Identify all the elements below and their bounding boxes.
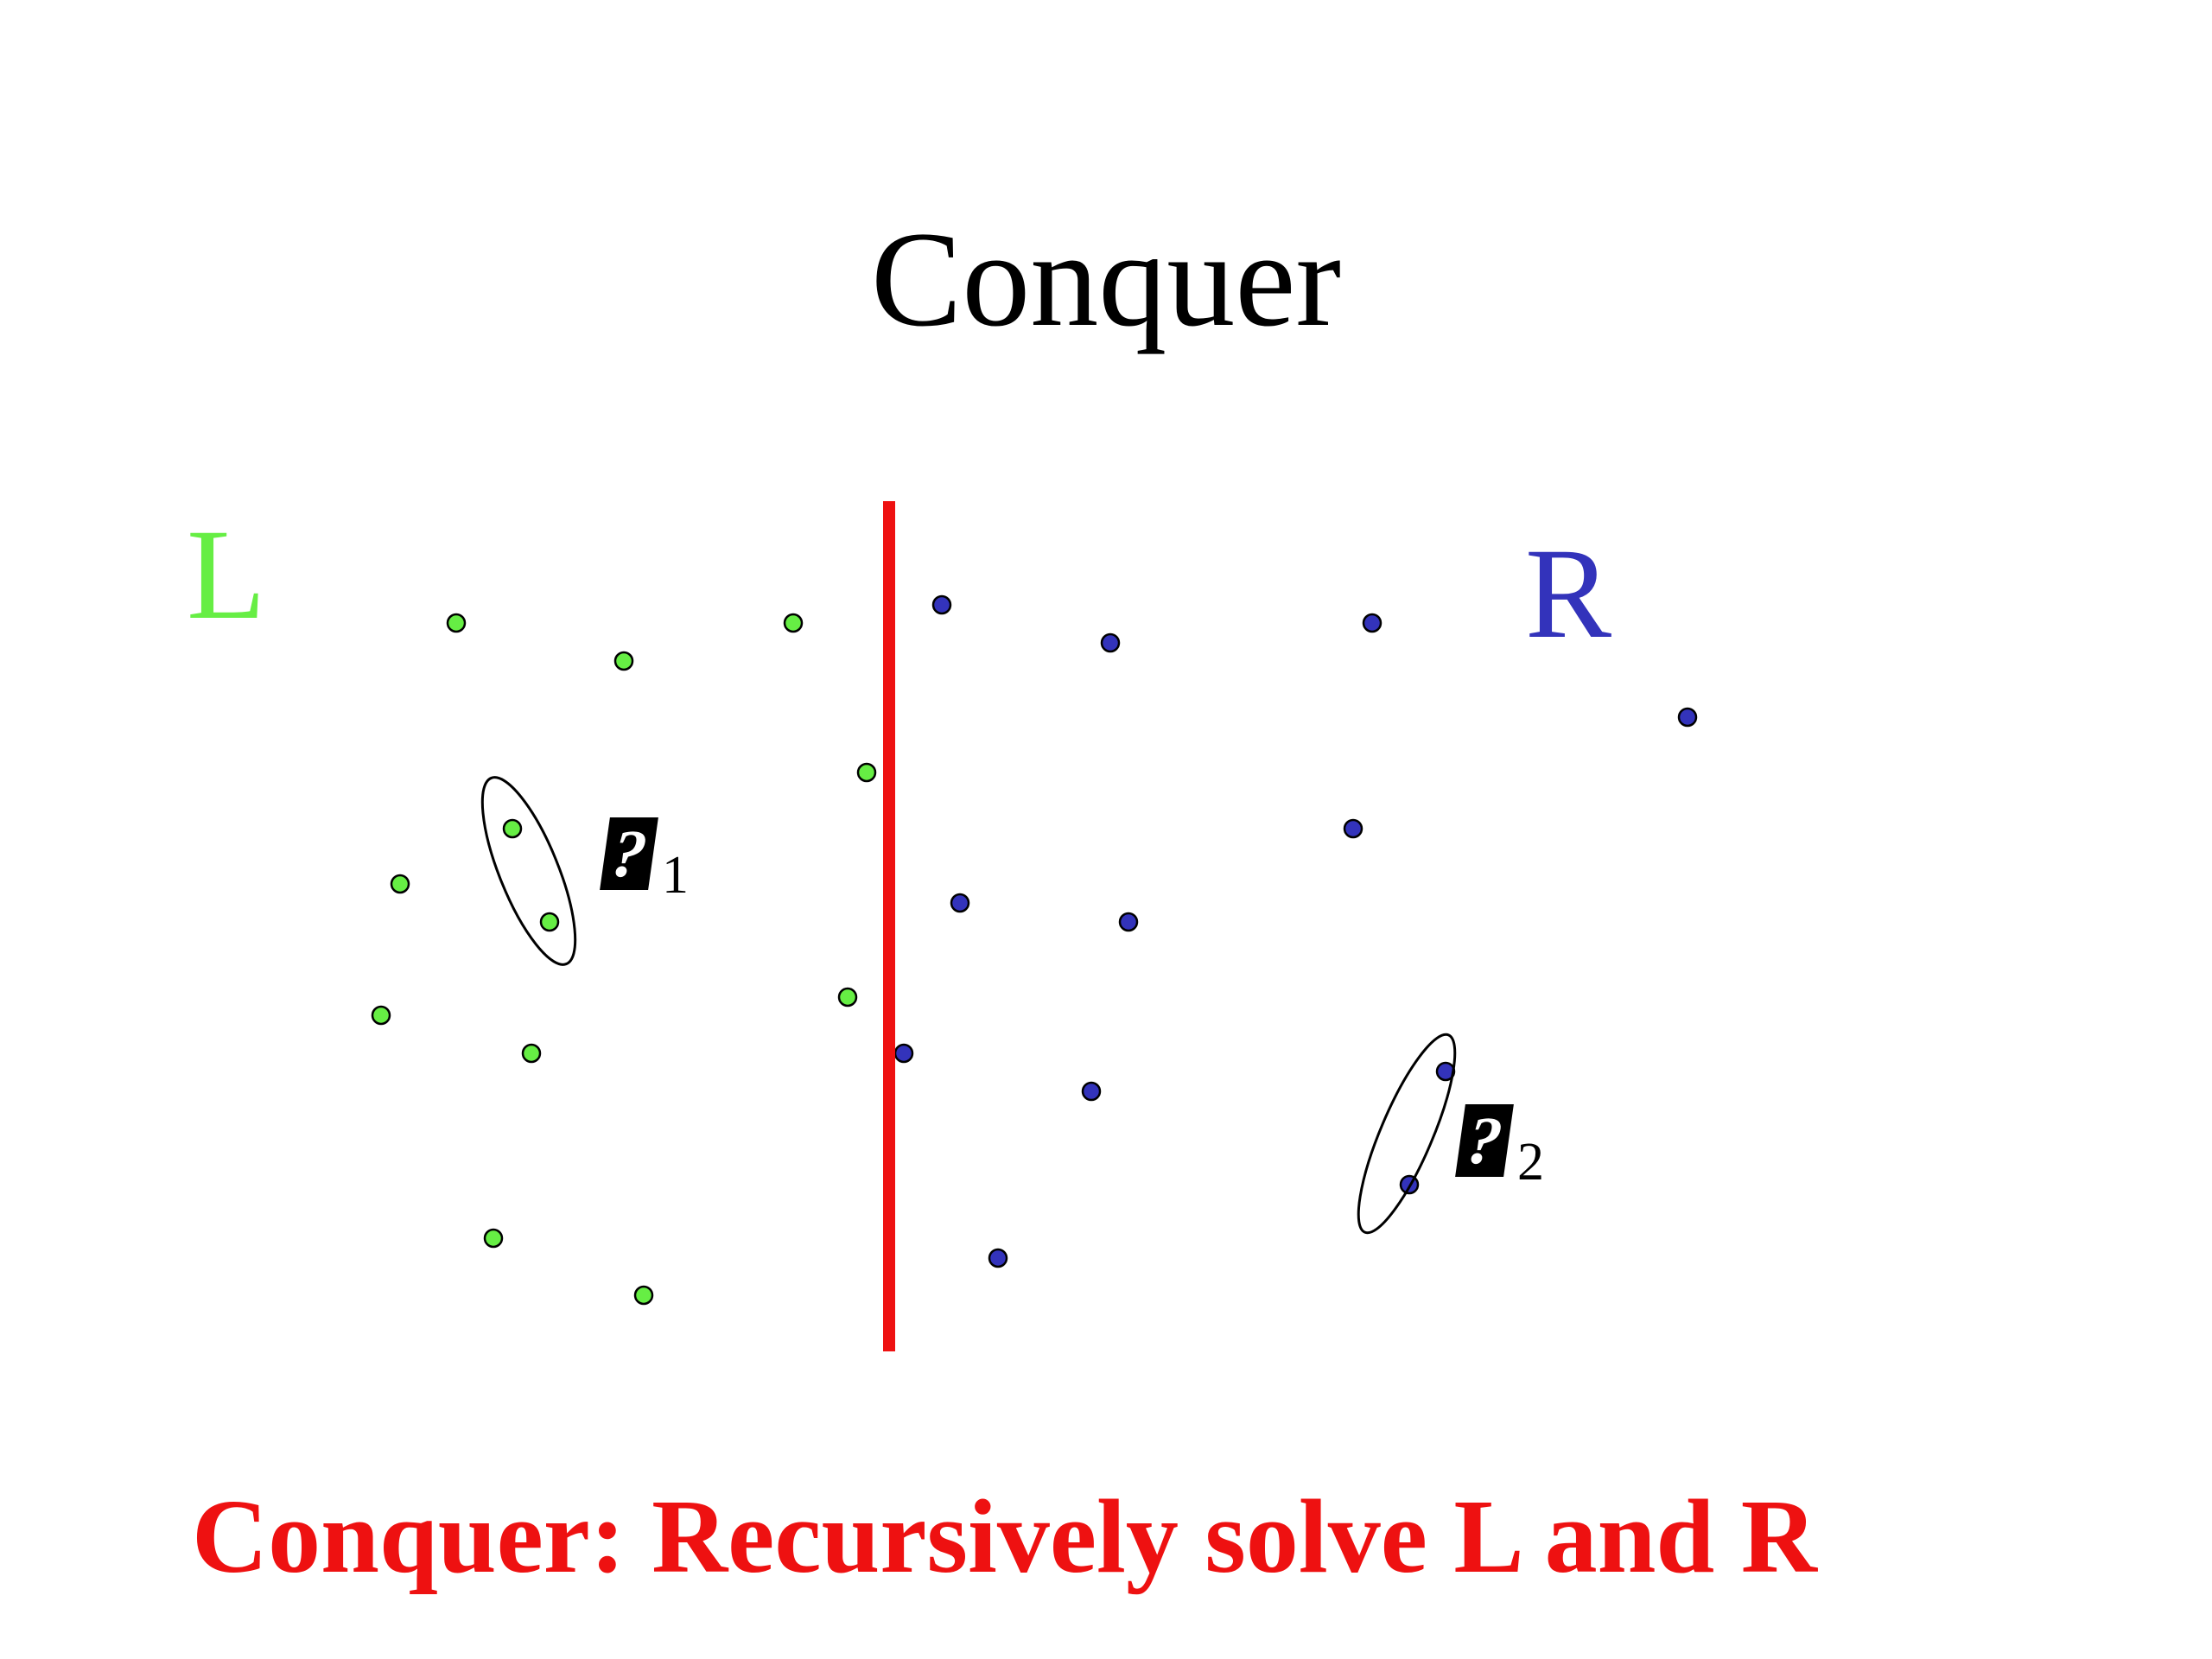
left-point: [521, 1043, 542, 1064]
right-point: [1343, 818, 1363, 839]
left-point: [446, 613, 467, 633]
right-point: [1677, 707, 1698, 728]
left-point: [783, 613, 804, 633]
right-point: [950, 893, 970, 913]
right-set-label: R: [1525, 522, 1612, 665]
right-point: [1435, 1061, 1456, 1082]
right-point: [1100, 632, 1121, 653]
right-point: [988, 1248, 1008, 1268]
closest-pair-ellipse-left: [480, 776, 577, 966]
delta-symbol-icon: ?: [600, 816, 658, 891]
right-point: [1118, 912, 1139, 932]
delta-1-subscript: 1: [662, 846, 689, 905]
right-point: [893, 1043, 914, 1064]
left-point: [390, 874, 410, 894]
left-point: [539, 912, 560, 932]
right-point-set: [893, 594, 1698, 1268]
left-point: [633, 1285, 654, 1306]
delta-2-subscript: 2: [1517, 1133, 1544, 1192]
right-point: [931, 594, 952, 615]
left-point: [371, 1005, 391, 1026]
left-point: [856, 762, 877, 783]
dividing-line: [883, 501, 895, 1351]
slide-caption: Conquer: Recursively solve L and R: [192, 1478, 1817, 1595]
left-point: [502, 818, 523, 839]
delta-symbol-icon: ?: [1455, 1103, 1514, 1178]
closest-pair-ellipse-right: [1357, 1033, 1457, 1235]
right-point: [1362, 613, 1382, 633]
delta-1-label: ? 1: [600, 816, 689, 902]
delta-2-label: ? 2: [1455, 1103, 1544, 1189]
left-point: [613, 651, 634, 671]
left-point: [483, 1228, 504, 1249]
right-point: [1081, 1081, 1102, 1102]
slide-title: Conquer: [870, 204, 1342, 355]
left-point: [837, 987, 858, 1007]
left-set-label: L: [187, 503, 266, 646]
right-point: [1399, 1174, 1420, 1195]
left-point-set: [371, 613, 877, 1306]
